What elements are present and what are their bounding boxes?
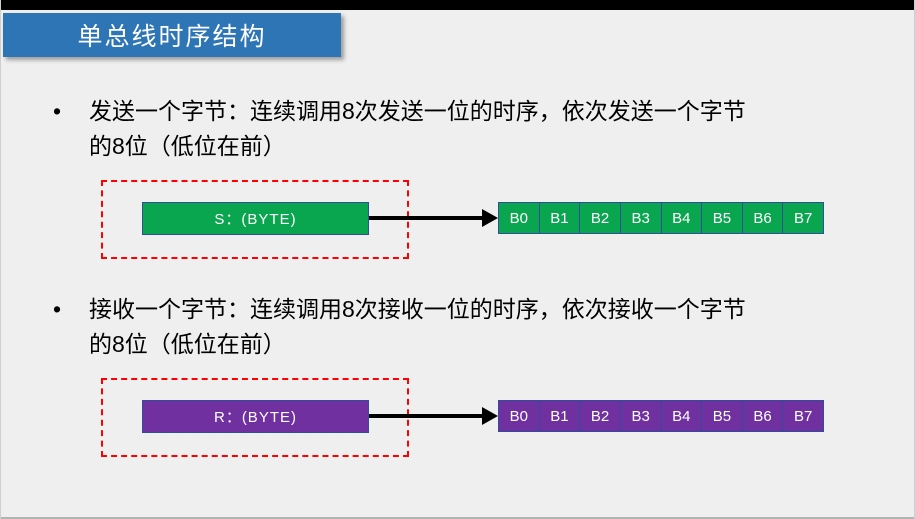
arrow-head-icon <box>482 407 498 425</box>
arrow-head-icon <box>482 209 498 227</box>
send-arrow <box>369 208 499 228</box>
bullet-receive-text: 接收一个字节：连续调用8次接收一位的时序，依次接收一个字节 的8位（低位在前） <box>89 296 746 357</box>
bit-cell: B1 <box>538 203 580 233</box>
bit-cell: B3 <box>619 203 661 233</box>
send-source-box: S：(BYTE) <box>142 202 369 235</box>
receive-source-box: R：(BYTE) <box>142 400 369 433</box>
page-title-text: 单总线时序结构 <box>77 23 267 51</box>
arrow-shaft <box>369 216 483 220</box>
bit-cell: B6 <box>741 401 783 431</box>
receive-bit-cells: B0 B1 B2 B3 B4 B5 B6 B7 <box>498 400 824 432</box>
bit-cell: B2 <box>579 401 620 431</box>
bit-cell: B5 <box>701 401 742 431</box>
bit-cell: B0 <box>509 209 528 227</box>
bit-cell: B0 <box>509 407 528 425</box>
receive-source-label: R：(BYTE) <box>213 409 297 426</box>
bit-cell: B3 <box>619 401 661 431</box>
bottom-border <box>1 517 914 519</box>
send-source-label: S：(BYTE) <box>214 211 297 228</box>
receive-arrow <box>369 406 499 426</box>
bit-cell: B7 <box>782 401 823 431</box>
bit-cell: B4 <box>660 203 702 233</box>
bullet-receive: • 接收一个字节：连续调用8次接收一位的时序，依次接收一个字节 的8位（低位在前… <box>53 292 873 362</box>
bit-cell: B5 <box>701 203 742 233</box>
bullet-marker: • <box>53 98 62 124</box>
bit-cell: B4 <box>660 401 702 431</box>
page-title: 单总线时序结构 <box>3 13 341 57</box>
bit-cell: B7 <box>782 203 823 233</box>
bullet-marker: • <box>53 296 62 322</box>
arrow-shaft <box>369 414 483 418</box>
bit-cell: B1 <box>538 401 580 431</box>
send-bit-cells: B0 B1 B2 B3 B4 B5 B6 B7 <box>498 202 824 234</box>
bullet-send: • 发送一个字节：连续调用8次发送一位的时序，依次发送一个字节 的8位（低位在前… <box>53 94 873 164</box>
bit-cell: B6 <box>741 203 783 233</box>
bit-cell: B2 <box>579 203 620 233</box>
bullet-send-text: 发送一个字节：连续调用8次发送一位的时序，依次发送一个字节 的8位（低位在前） <box>89 98 746 159</box>
top-bar <box>1 0 914 10</box>
